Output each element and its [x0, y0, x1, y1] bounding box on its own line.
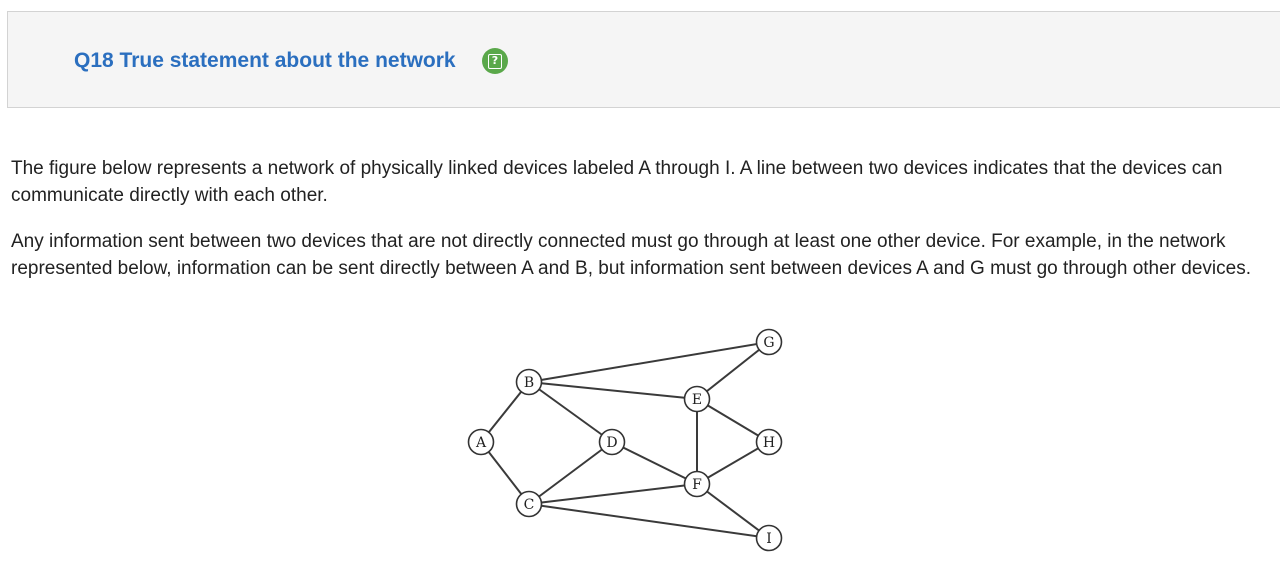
- node-circle: [755, 328, 783, 356]
- network-node-f: F: [683, 470, 711, 498]
- network-diagram: A B C D E F G H I: [467, 328, 783, 552]
- network-node-b: B: [515, 368, 543, 396]
- edge-layer: [480, 341, 770, 539]
- network-node-h: H: [755, 428, 783, 456]
- node-circle: [515, 490, 543, 518]
- prompt-paragraph-1: The figure below represents a network of…: [11, 158, 1223, 206]
- question-header: Q18 True statement about the network ?: [7, 11, 1280, 108]
- network-node-d: D: [598, 428, 626, 456]
- help-notepad-icon: ?: [488, 53, 502, 69]
- question-title: Q18 True statement about the network: [74, 49, 456, 72]
- node-label: C: [524, 497, 535, 513]
- network-edge-c-i: [528, 503, 770, 539]
- network-node-e: E: [683, 385, 711, 413]
- node-circle: [683, 470, 711, 498]
- node-circle: [598, 428, 626, 456]
- network-node-i: I: [755, 524, 783, 552]
- node-circle: [515, 368, 543, 396]
- network-node-c: C: [515, 490, 543, 518]
- question-prompt: The figure below represents a network of…: [11, 155, 1261, 301]
- network-edge-c-d: [528, 441, 613, 505]
- network-edge-b-e: [528, 381, 698, 400]
- node-label: G: [763, 335, 774, 351]
- network-edge-d-f: [611, 441, 698, 485]
- node-label: F: [692, 477, 702, 493]
- network-edge-b-d: [528, 381, 613, 443]
- prompt-paragraph-2: Any information sent between two devices…: [11, 231, 1251, 279]
- network-figure: A B C D E F G H I: [462, 325, 792, 559]
- network-edge-f-i: [696, 483, 770, 539]
- network-edge-e-h: [696, 398, 770, 443]
- node-label: D: [606, 435, 617, 451]
- network-node-a: A: [467, 428, 495, 456]
- network-edge-b-g: [528, 341, 770, 383]
- network-node-g: G: [755, 328, 783, 356]
- help-button[interactable]: ?: [482, 48, 508, 74]
- node-label: A: [475, 435, 487, 451]
- node-circle: [467, 428, 495, 456]
- node-circle: [755, 524, 783, 552]
- node-circle: [683, 385, 711, 413]
- network-edge-c-f: [528, 483, 698, 505]
- node-label: E: [692, 392, 702, 408]
- network-edge-f-h: [696, 441, 770, 485]
- node-label: B: [524, 375, 534, 391]
- node-label: I: [766, 531, 772, 547]
- node-circle: [755, 428, 783, 456]
- node-layer: A B C D E F G H I: [467, 328, 783, 552]
- node-label: H: [763, 435, 775, 451]
- network-edge-e-g: [696, 341, 770, 400]
